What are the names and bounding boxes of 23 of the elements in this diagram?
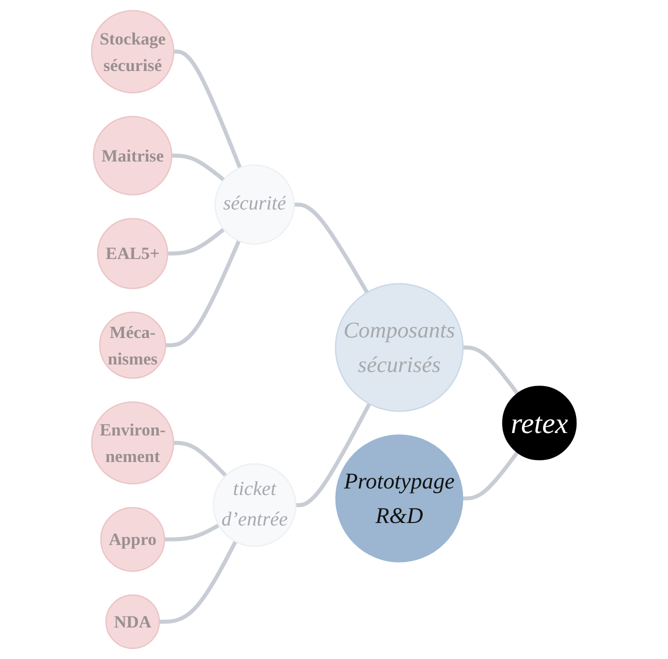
node-circle: Maitrise (93, 116, 173, 196)
node-circle: EAL5+ (97, 218, 168, 290)
node-circle: NDA (106, 594, 160, 650)
node-circle: Méca- nismes (99, 312, 166, 379)
connector (462, 451, 520, 500)
connector (463, 346, 520, 395)
connector (296, 402, 372, 508)
connector (174, 50, 242, 169)
connector (172, 154, 226, 182)
node-circle: Prototypage R&D (336, 434, 464, 562)
connector (160, 540, 238, 624)
connector (166, 240, 241, 348)
node-circle: Composants sécurisés (335, 283, 464, 412)
node-circle: sécurité (214, 164, 295, 245)
node-circle: Appro (100, 506, 166, 572)
node-circle: retex (502, 386, 577, 460)
connector (174, 440, 228, 478)
connector (164, 524, 220, 542)
connector (294, 202, 369, 294)
connector (168, 228, 226, 256)
node-circle: ticket d’entrée (213, 463, 297, 547)
node-circle: Stockage sécurisé (91, 10, 175, 94)
node-circle: Environ- nement (91, 401, 174, 484)
